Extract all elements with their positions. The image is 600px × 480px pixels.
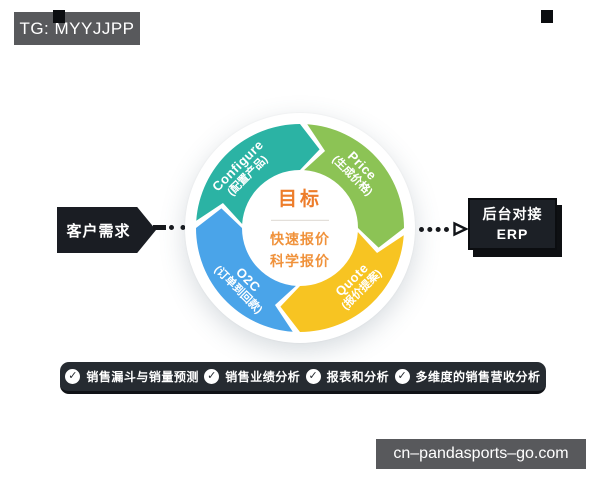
- connector-right-dots: [419, 226, 449, 232]
- connector-right: [419, 220, 469, 238]
- cpq-cycle-diagram: Configure (配置产品) Price (生成价格) Quote (报价提…: [185, 113, 415, 343]
- segment-quote-shape: [280, 232, 404, 332]
- erp-node: 后台对接 ERP: [468, 198, 557, 250]
- feature-label: 销售业绩分析: [225, 370, 301, 384]
- feature-item-performance: ✓ 销售业绩分析: [204, 368, 300, 385]
- goal-line-1: 快速报价: [270, 230, 330, 247]
- feature-label: 多维度的销售营收分析: [415, 370, 541, 384]
- check-icon: ✓: [65, 369, 81, 384]
- connector-left-dots: [169, 225, 197, 230]
- check-icon: ✓: [204, 369, 220, 384]
- feature-item-funnel: ✓ 销售漏斗与销量预测: [65, 368, 199, 385]
- feature-label: 报表和分析: [326, 370, 390, 384]
- watermark-badge-bottom: cn–pandasports–go.com: [376, 439, 586, 469]
- feature-label: 销售漏斗与销量预测: [86, 370, 199, 384]
- segment-configure-shape: [196, 124, 320, 224]
- feature-item-reports: ✓ 报表和分析: [305, 368, 390, 385]
- arrow-right-icon: [453, 221, 469, 237]
- goal-line-2: 科学报价: [270, 252, 330, 269]
- watermark-bottom-text: cn–pandasports–go.com: [393, 445, 569, 462]
- watermark-top-text: TG: MYYJJPP: [19, 18, 135, 38]
- bar-end-tab-right: [541, 10, 553, 23]
- segment-price-shape: [304, 124, 404, 248]
- customer-demand-label: 客户需求: [66, 222, 131, 240]
- features-bar: ✓ 销售漏斗与销量预测 ✓ 销售业绩分析 ✓ 报表和分析 ✓ 多维度的销售营收分…: [60, 362, 546, 394]
- feature-item-revenue: ✓ 多维度的销售营收分析: [394, 368, 541, 385]
- goal-title: 目标: [277, 188, 322, 210]
- bar-end-tab-left: [53, 10, 65, 23]
- cycle-ring: [196, 124, 404, 332]
- connector-left: [153, 225, 197, 230]
- cycle-center: 目标 快速报价 科学报价: [250, 184, 350, 272]
- center-divider: [271, 219, 329, 221]
- erp-label-line1: 后台对接: [482, 205, 543, 222]
- connector-left-dash: [153, 225, 166, 230]
- erp-label-line2: ERP: [496, 226, 529, 242]
- customer-demand-node: 客户需求: [57, 207, 156, 253]
- segment-o2c-shape: [196, 208, 296, 332]
- watermark-badge-top: TG: MYYJJPP: [14, 12, 140, 45]
- check-icon: ✓: [394, 369, 410, 384]
- check-icon: ✓: [305, 369, 321, 384]
